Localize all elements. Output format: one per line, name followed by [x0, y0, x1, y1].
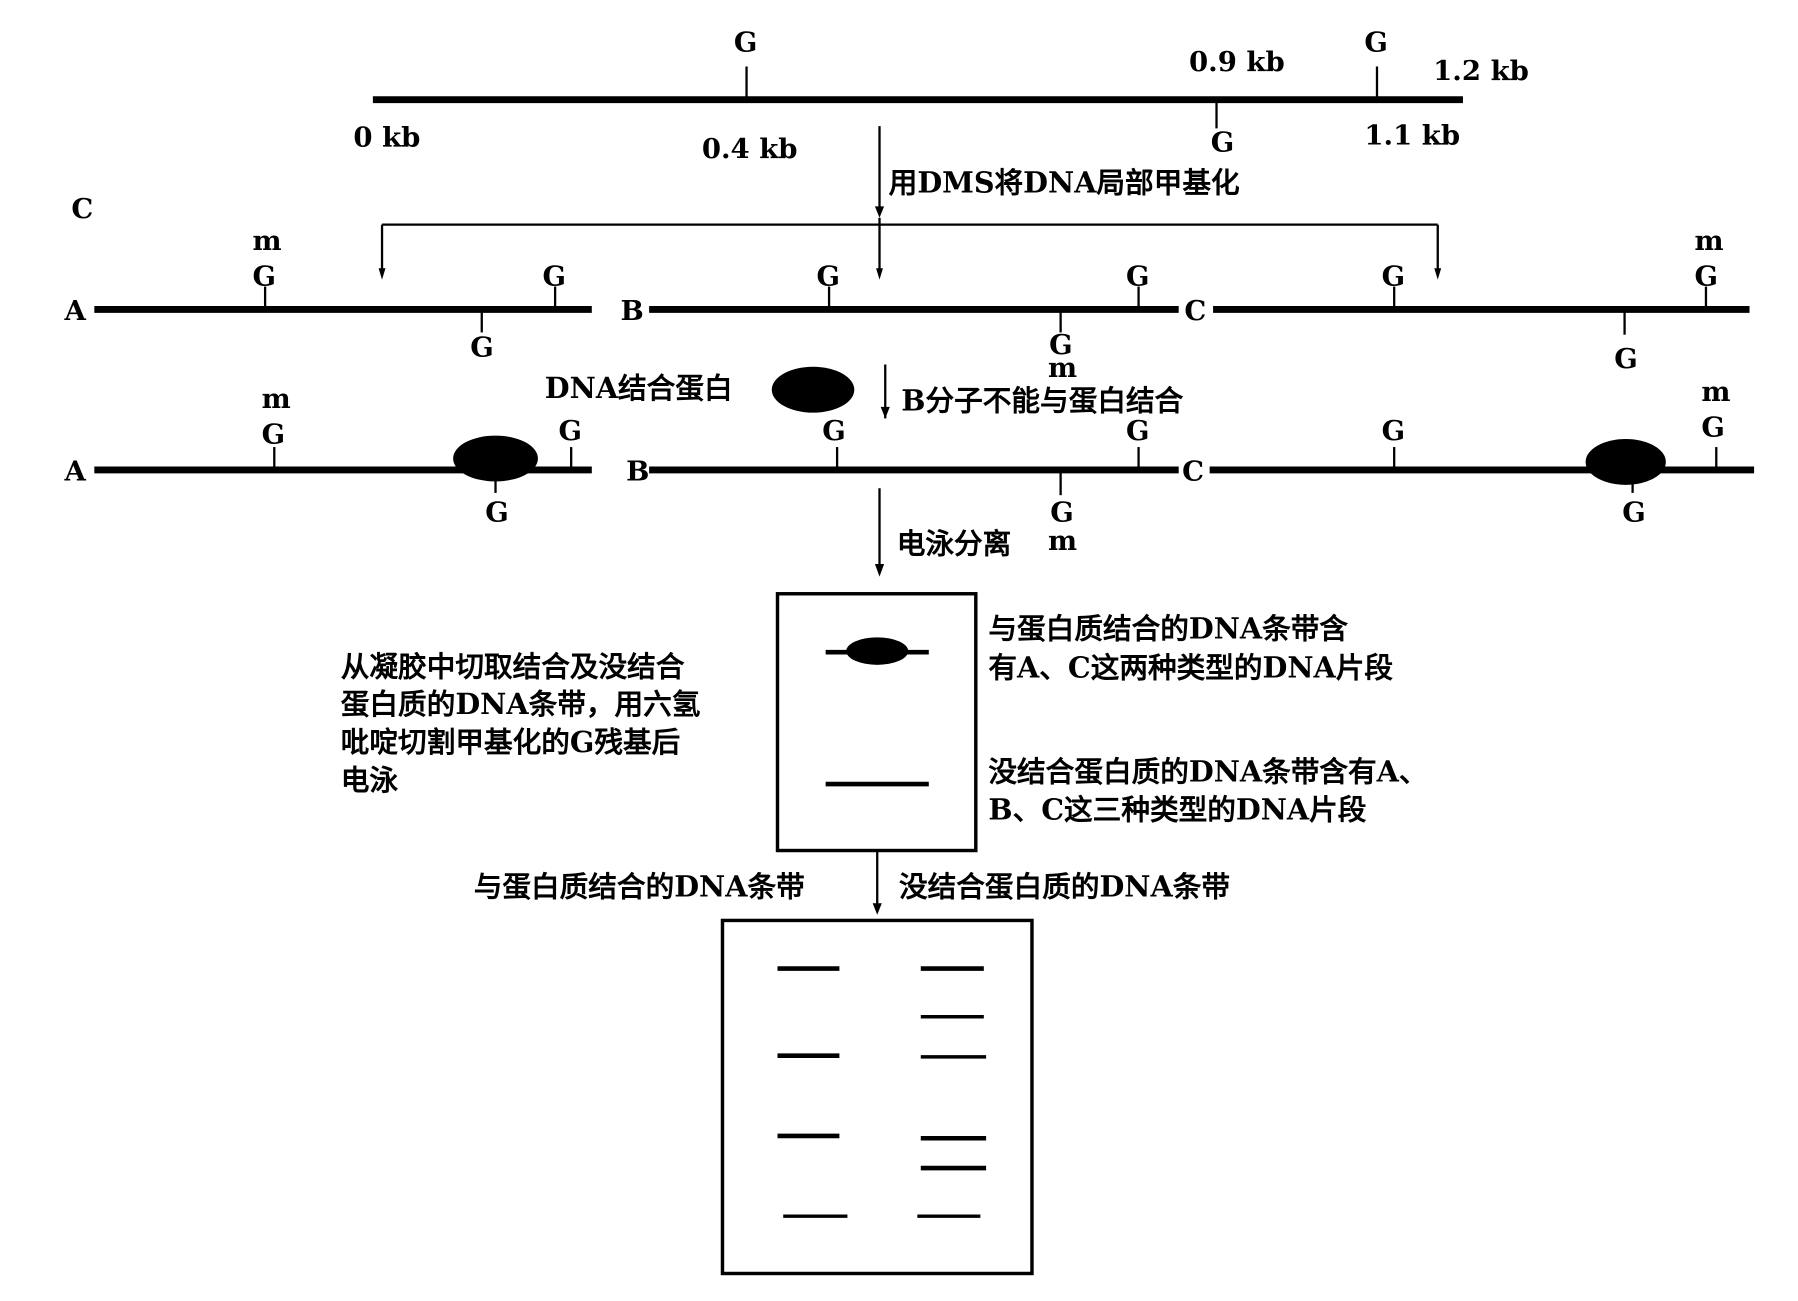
g-label: G	[1050, 497, 1074, 529]
methyl-label: m	[1701, 376, 1730, 408]
g-label: G	[559, 415, 582, 447]
g-label: G	[1126, 260, 1150, 292]
step-methylate: 用DMS将DNA局部甲基化	[889, 166, 1240, 200]
protein-label: DNA结合蛋白	[545, 371, 733, 405]
methylated-molecules-row: A B C m G G G G G G m G m G G	[64, 225, 1750, 384]
g-label: G	[1049, 329, 1073, 361]
methyl-label: m	[253, 225, 282, 257]
lane-unbound	[917, 966, 987, 1218]
cut-text: 电泳	[341, 763, 399, 797]
unbound-band-text: 没结合蛋白质的DNA条带含有A、	[988, 755, 1427, 789]
corner-c-label: C	[71, 193, 93, 225]
methyl-label: m	[262, 383, 291, 415]
g-label: G	[543, 260, 566, 292]
molecule-c-label: C	[1182, 455, 1204, 487]
g-label: G	[1701, 412, 1725, 444]
g-label: G	[1364, 27, 1388, 59]
g-label: G	[1382, 260, 1406, 292]
lane-bound-label: 与蛋白质结合的DNA条带	[474, 869, 805, 903]
dna-binding-protein-icon	[771, 366, 855, 413]
molecule-a-label: A	[64, 455, 87, 487]
lane-unbound-label: 没结合蛋白质的DNA条带	[899, 869, 1230, 903]
kb-label: 1.1 kb	[1364, 119, 1460, 151]
g-label: G	[485, 497, 509, 529]
g-label: G	[1622, 497, 1646, 529]
bound-protein-icon	[453, 435, 538, 482]
bound-band-text: 与蛋白质结合的DNA条带含	[988, 611, 1348, 645]
bound-band-text: 有A、C这两种类型的DNA片段	[988, 650, 1393, 684]
step-electro: 电泳分离	[897, 527, 1012, 561]
kb-label: 0 kb	[353, 122, 420, 154]
molecule-c-label: C	[1184, 295, 1206, 327]
g-label: G	[470, 331, 493, 363]
methyl-label: m	[1048, 352, 1077, 384]
g-label: G	[1614, 343, 1638, 375]
molecule-b-label: B	[626, 455, 649, 487]
g-label: G	[1126, 415, 1150, 447]
g-label: G	[816, 260, 840, 292]
cut-text: 吡啶切割甲基化的G残基后	[341, 725, 681, 759]
g-label: G	[1211, 126, 1235, 158]
g-label: G	[253, 260, 277, 292]
lane-bound	[777, 966, 848, 1218]
g-label: G	[262, 419, 286, 451]
kb-label: 0.9 kb	[1189, 46, 1285, 78]
second-gel	[720, 918, 1034, 1276]
g-label: G	[1382, 415, 1406, 447]
cut-text: 蛋白质的DNA条带，用六氢	[341, 687, 701, 721]
unbound-band-text: B、C这三种类型的DNA片段	[988, 793, 1366, 827]
g-label: G	[1695, 260, 1719, 292]
arrow-head	[874, 206, 885, 218]
top-dna-map: G G G 0 kb 0.4 kb 0.9 kb 1.1 kb 1.2 kb	[353, 27, 1528, 166]
protein-bound-molecules-row: A B C m G G G G G G m G m G G	[64, 376, 1755, 557]
g-label: G	[734, 27, 758, 59]
g-label: G	[822, 415, 846, 447]
molecule-a-label: A	[64, 295, 87, 327]
molecule-b-label: B	[620, 295, 643, 327]
cut-text: 从凝胶中切取结合及没结合	[341, 649, 685, 683]
kb-label: 1.2 kb	[1433, 55, 1529, 87]
bound-band-icon	[846, 637, 909, 665]
step-b-no-bind: B分子不能与蛋白结合	[901, 383, 1183, 417]
kb-label: 0.4 kb	[702, 133, 798, 165]
bound-protein-icon	[1585, 439, 1666, 485]
methyl-label: m	[1048, 525, 1077, 557]
first-gel	[775, 592, 978, 853]
methyl-label: m	[1695, 225, 1724, 257]
